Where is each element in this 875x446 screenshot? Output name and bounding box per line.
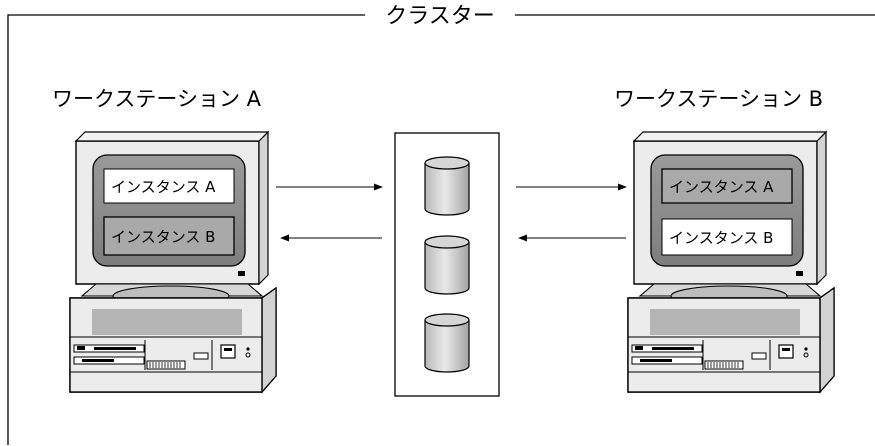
shared-storage [394, 132, 500, 397]
workstation-b-instance-b: インスタンス B [661, 218, 793, 256]
instance-label: インスタンス B [669, 229, 773, 247]
power-led-icon [238, 271, 245, 276]
power-button-icon [778, 344, 794, 359]
workstation-a-title: ワークステーション A [52, 87, 262, 111]
cluster-label: クラスター [385, 4, 495, 29]
workstation-b: ワークステーション B インスタンス A インスタンス B [614, 87, 835, 394]
workstation-a-instance-a: インスタンス A [103, 168, 235, 204]
instance-label: インスタンス A [669, 178, 774, 196]
workstation-a: ワークステーション A インスタンス A インスタンス B [52, 87, 277, 394]
monitor-b [632, 130, 828, 286]
cluster-boundary: クラスター [7, 4, 875, 445]
workstation-b-title: ワークステーション B [614, 87, 823, 111]
system-unit-a [69, 286, 277, 394]
system-unit-b [627, 286, 835, 394]
disk-icon [424, 235, 470, 295]
workstation-a-instance-b: インスタンス B [103, 216, 235, 256]
instance-label: インスタンス B [111, 228, 215, 246]
monitor-a [74, 130, 270, 286]
disk-icon [424, 313, 470, 373]
power-led-icon [796, 271, 803, 276]
instance-label: インスタンス A [111, 178, 216, 196]
disk-icon [424, 156, 470, 216]
power-button-icon [220, 344, 236, 359]
workstation-b-instance-a: インスタンス A [661, 168, 793, 204]
arrows [276, 183, 627, 242]
